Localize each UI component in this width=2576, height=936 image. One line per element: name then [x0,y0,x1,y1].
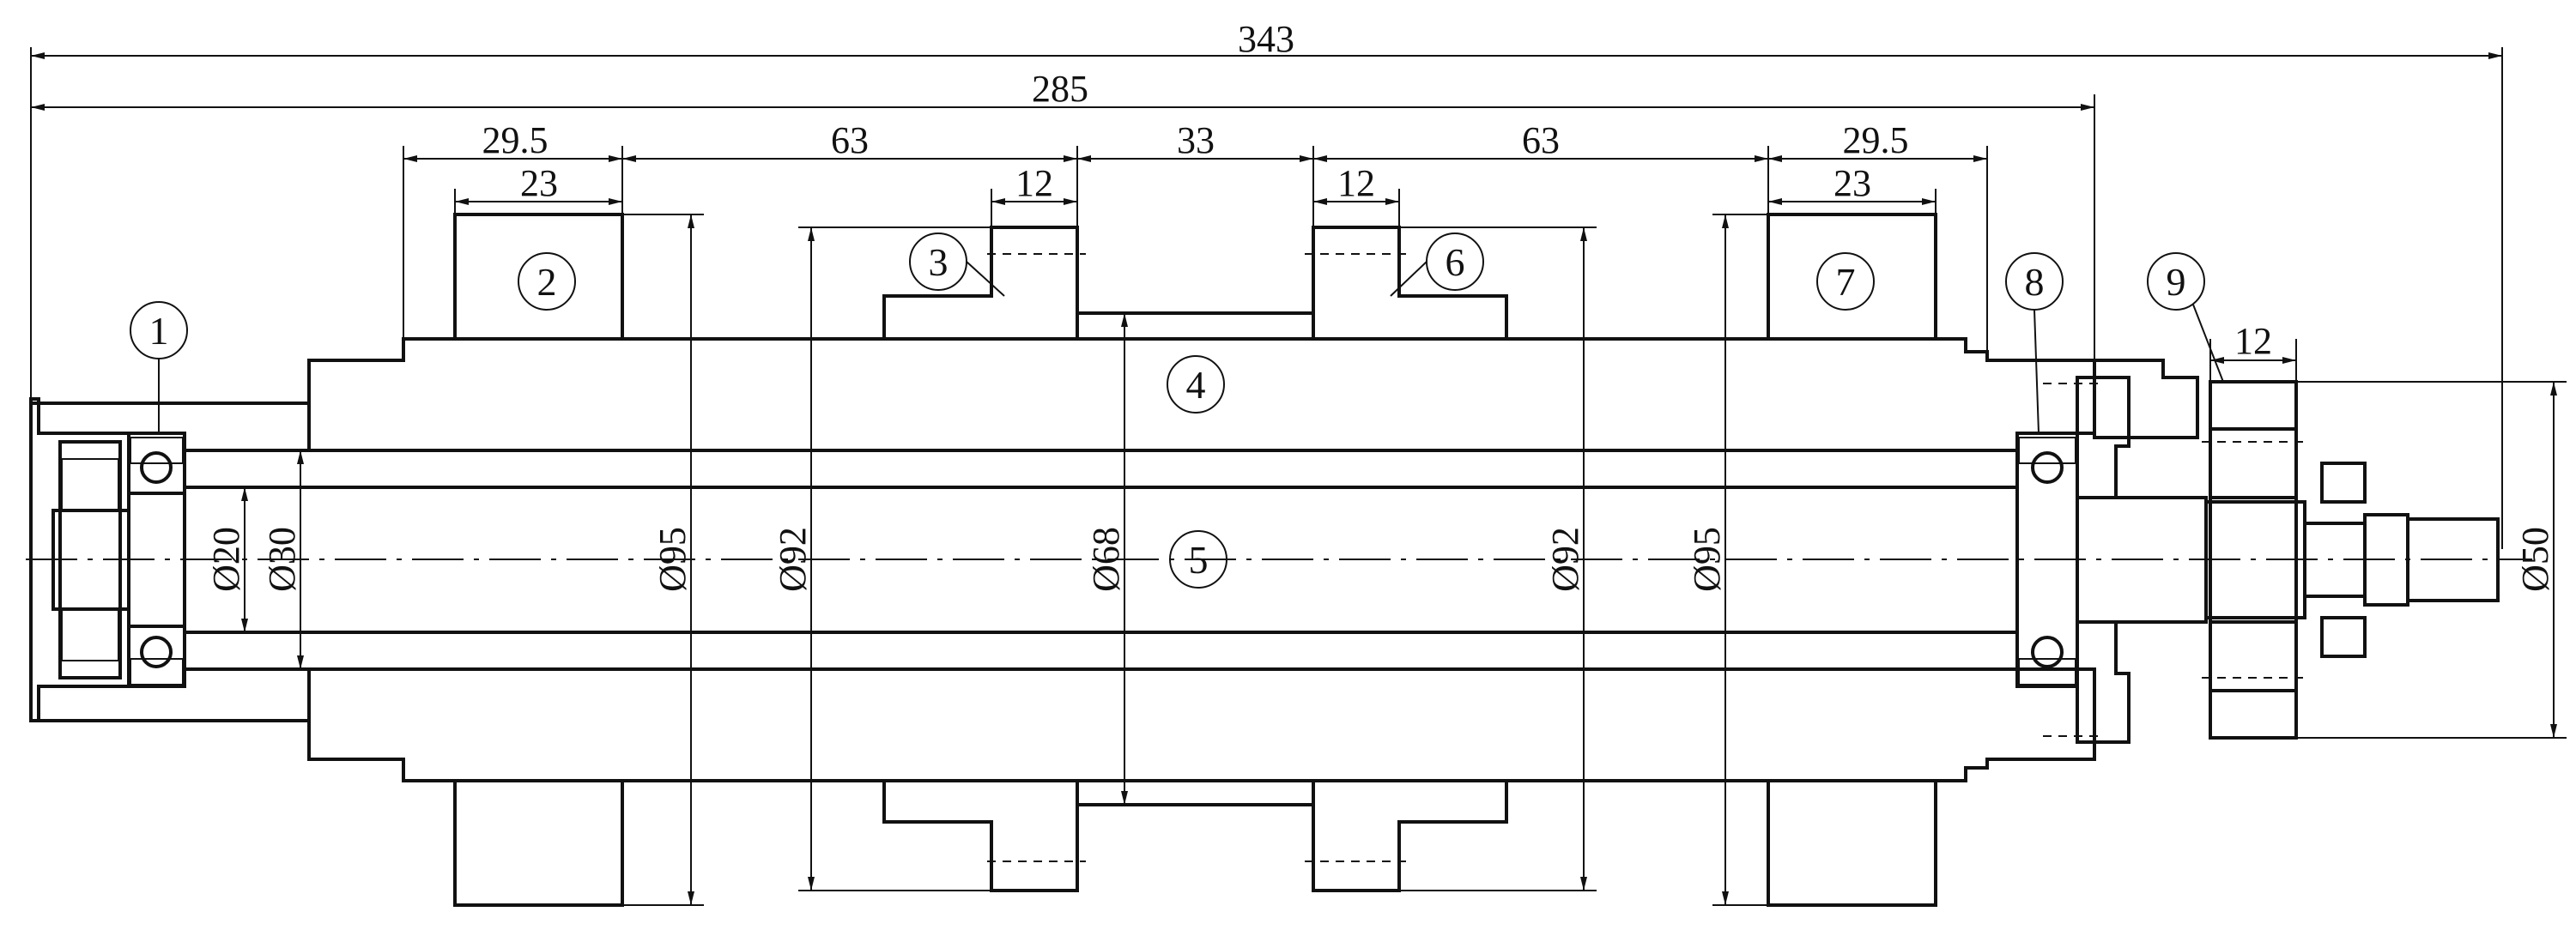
svg-text:3: 3 [929,240,949,284]
dim-overall: 343 [1238,18,1294,60]
dim-gear6-width: 12 [1337,162,1375,204]
dim-seg-2-3: 63 [831,119,869,161]
dim-d92-right: Ø92 [1544,527,1586,592]
svg-text:7: 7 [1836,260,1856,304]
callout-2: 2 [518,252,576,311]
dim-d50: Ø50 [2514,527,2556,592]
svg-text:2: 2 [537,260,557,304]
part-callouts: 1 2 3 4 5 6 7 8 [130,232,2224,589]
dim-d95-right: Ø95 [1686,527,1728,592]
dim-d95-left: Ø95 [652,527,694,592]
main-shaft-part-4 [29,337,2199,782]
svg-text:6: 6 [1446,240,1465,284]
horizontal-dimensions: 343 285 29.5 23 63 12 33 12 63 29.5 23 1… [30,18,2503,549]
callout-7: 7 [1816,252,1875,311]
callout-6: 6 [1390,232,1484,297]
callout-1: 1 [130,301,188,433]
dim-gear2-width: 23 [520,162,558,204]
callout-3: 3 [909,232,1005,297]
svg-text:1: 1 [149,309,169,353]
callout-8: 8 [2005,252,2064,434]
callout-4: 4 [1167,355,1225,414]
dim-gear7-seg: 29.5 [1843,119,1909,161]
dim-seg-3-6: 33 [1177,119,1215,161]
dim-body: 285 [1032,68,1088,110]
dim-d92-left: Ø92 [772,527,814,592]
dim-d68: Ø68 [1085,527,1127,592]
shaft-upper-wall [29,337,2199,452]
dim-seg-6-7: 63 [1522,119,1560,161]
diameter-dimensions: Ø20 Ø30 Ø95 Ø92 Ø68 Ø92 Ø95 Ø50 [205,214,2567,906]
svg-text:8: 8 [2025,260,2045,304]
dim-part9-width: 12 [2234,320,2272,362]
dim-gear3-width: 12 [1015,162,1053,204]
callout-9: 9 [2147,252,2224,383]
callout-5: 5 [1169,530,1227,589]
dim-gear2-seg: 29.5 [482,119,549,161]
svg-text:5: 5 [1189,538,1209,582]
gear-part-2 [453,213,624,907]
gear-part-7 [1767,213,1937,907]
shaft-lower-wall [31,667,2096,782]
dim-d20: Ø20 [205,527,247,592]
svg-text:9: 9 [2167,260,2186,304]
svg-text:4: 4 [1186,363,1206,407]
dim-gear7-width: 23 [1834,162,1871,204]
dim-d30: Ø30 [261,527,303,592]
